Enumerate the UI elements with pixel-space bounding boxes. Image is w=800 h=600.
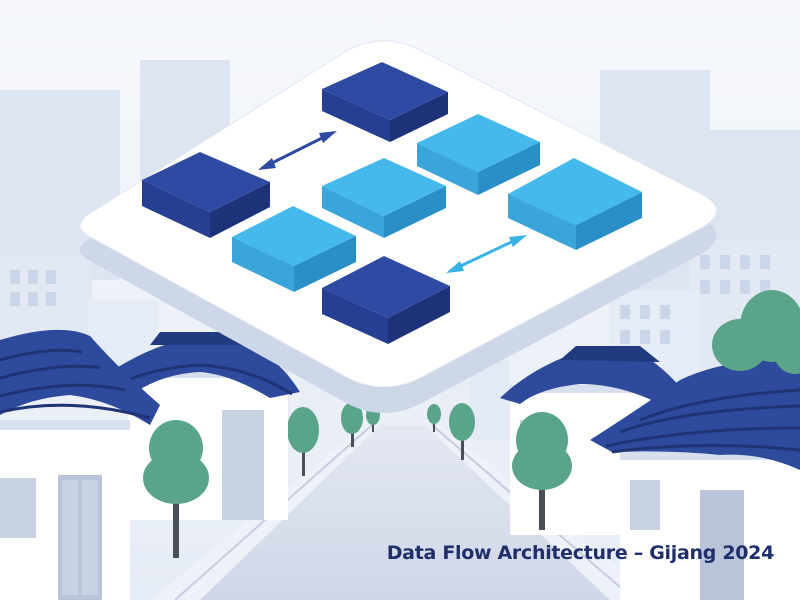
- tile-dark-left: [142, 152, 270, 238]
- tree-right: [512, 412, 572, 530]
- double-arrow-icon: [446, 235, 527, 273]
- bush-right: [712, 290, 800, 374]
- hanok-house-right-front: [590, 356, 800, 600]
- double-arrow-icon: [258, 131, 337, 170]
- tile-light-bottom-left: [232, 206, 356, 292]
- hanok-house-left-front: [0, 329, 160, 600]
- tile-light-right: [508, 158, 642, 250]
- tree-left: [143, 420, 209, 558]
- caption: Data Flow Architecture – Gijang 2024: [386, 542, 775, 564]
- tile-light-center: [322, 158, 446, 238]
- tile-dark-bottom: [322, 256, 450, 344]
- tile-dark-top: [322, 62, 448, 142]
- tile-light-top-right: [417, 114, 540, 195]
- distant-trees: [287, 402, 475, 476]
